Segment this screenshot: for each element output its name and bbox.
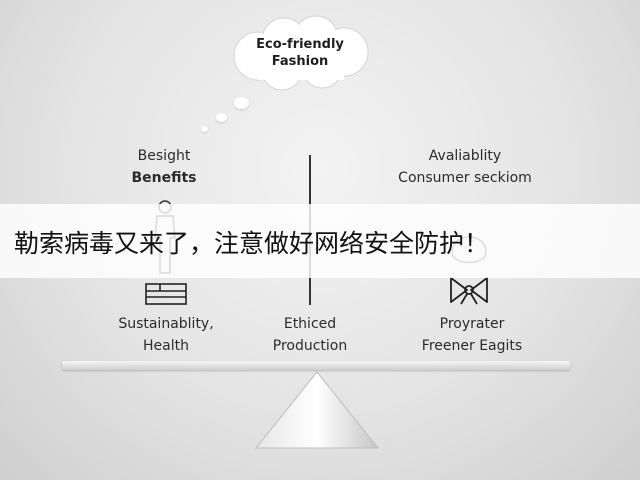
right-header-line-1: Avaliablity	[428, 148, 502, 164]
cloud-title: Eco-friendly Fashion	[222, 36, 378, 70]
seesaw-fulcrum	[254, 371, 380, 449]
center-footer-line-1: Ethiced	[283, 316, 337, 332]
thought-bubble-small	[201, 126, 208, 132]
warning-banner-text: 勒索病毒又来了，注意做好网络安全防护！	[14, 229, 490, 258]
center-footer: Ethiced Production	[250, 313, 370, 357]
center-footer-line-2: Production	[272, 338, 348, 354]
right-footer: Proyrater Freener Eagits	[392, 313, 552, 357]
seesaw-plank	[62, 361, 570, 370]
bow-knot-icon	[450, 277, 488, 305]
left-header: Besight Benefits	[104, 145, 224, 189]
left-footer-line-1: Sustainablity,	[118, 316, 214, 332]
cloud-line-2: Fashion	[271, 54, 329, 69]
thought-cloud: Eco-friendly Fashion	[222, 14, 378, 92]
left-header-line-1: Besight	[137, 148, 191, 164]
right-header-line-2: Consumer seckiom	[398, 170, 532, 186]
right-footer-line-1: Proyrater	[439, 316, 505, 332]
right-header: Avaliablity Consumer seckiom	[370, 145, 560, 189]
warning-banner: 勒索病毒又来了，注意做好网络安全防护！	[0, 204, 640, 278]
thought-bubble-medium	[216, 113, 227, 122]
left-footer: Sustainablity, Health	[96, 313, 236, 357]
left-footer-line-2: Health	[143, 338, 189, 354]
cloud-line-1: Eco-friendly	[256, 37, 344, 52]
thought-bubble-large	[234, 97, 249, 109]
cloud-shape	[233, 15, 369, 91]
right-footer-line-2: Freener Eagits	[421, 338, 523, 354]
left-header-line-2: Benefits	[131, 170, 197, 186]
box-icon	[145, 283, 187, 305]
